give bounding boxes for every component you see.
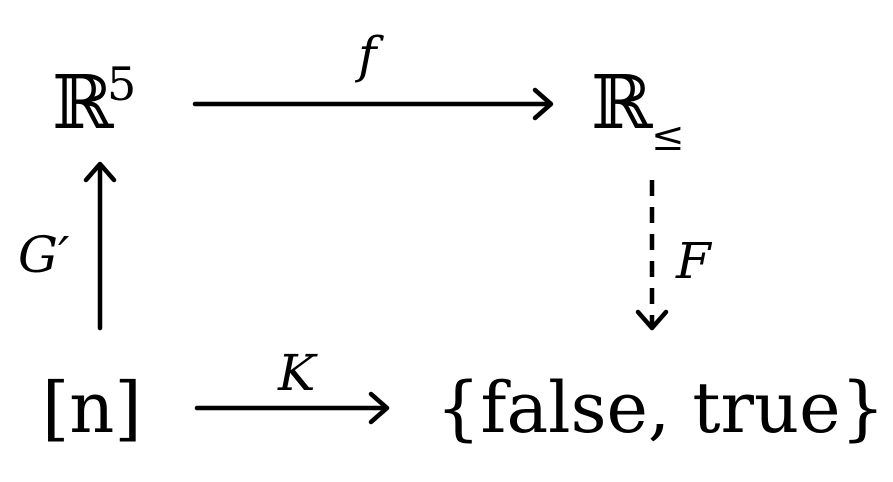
arrow-f-dashed-head — [635, 309, 669, 331]
node-r5: ℝ 5 — [52, 57, 136, 146]
arrow-f-head — [532, 87, 554, 121]
arrow-k: K — [194, 344, 390, 425]
arrow-g-prime-label: G′ — [18, 226, 70, 284]
arrow-k-head — [368, 391, 390, 425]
arrow-f-dashed-label: F — [675, 232, 713, 290]
node-r-leq: ℝ ≤ — [591, 60, 685, 160]
node-r5-superscript: 5 — [107, 57, 136, 111]
node-false-true: {false, true} — [436, 367, 885, 449]
arrow-f-label: f — [354, 26, 384, 84]
node-r5-symbol: ℝ — [52, 60, 114, 146]
node-r-leq-subscript: ≤ — [651, 114, 685, 160]
arrow-f: f — [192, 26, 554, 121]
arrow-k-label: K — [277, 344, 318, 402]
arrow-g-prime: G′ — [18, 161, 117, 331]
arrow-g-prime-head — [83, 161, 117, 183]
arrow-f-dashed: F — [635, 180, 713, 331]
node-n: [n] — [42, 367, 142, 449]
node-r-leq-symbol: ℝ — [591, 60, 653, 146]
